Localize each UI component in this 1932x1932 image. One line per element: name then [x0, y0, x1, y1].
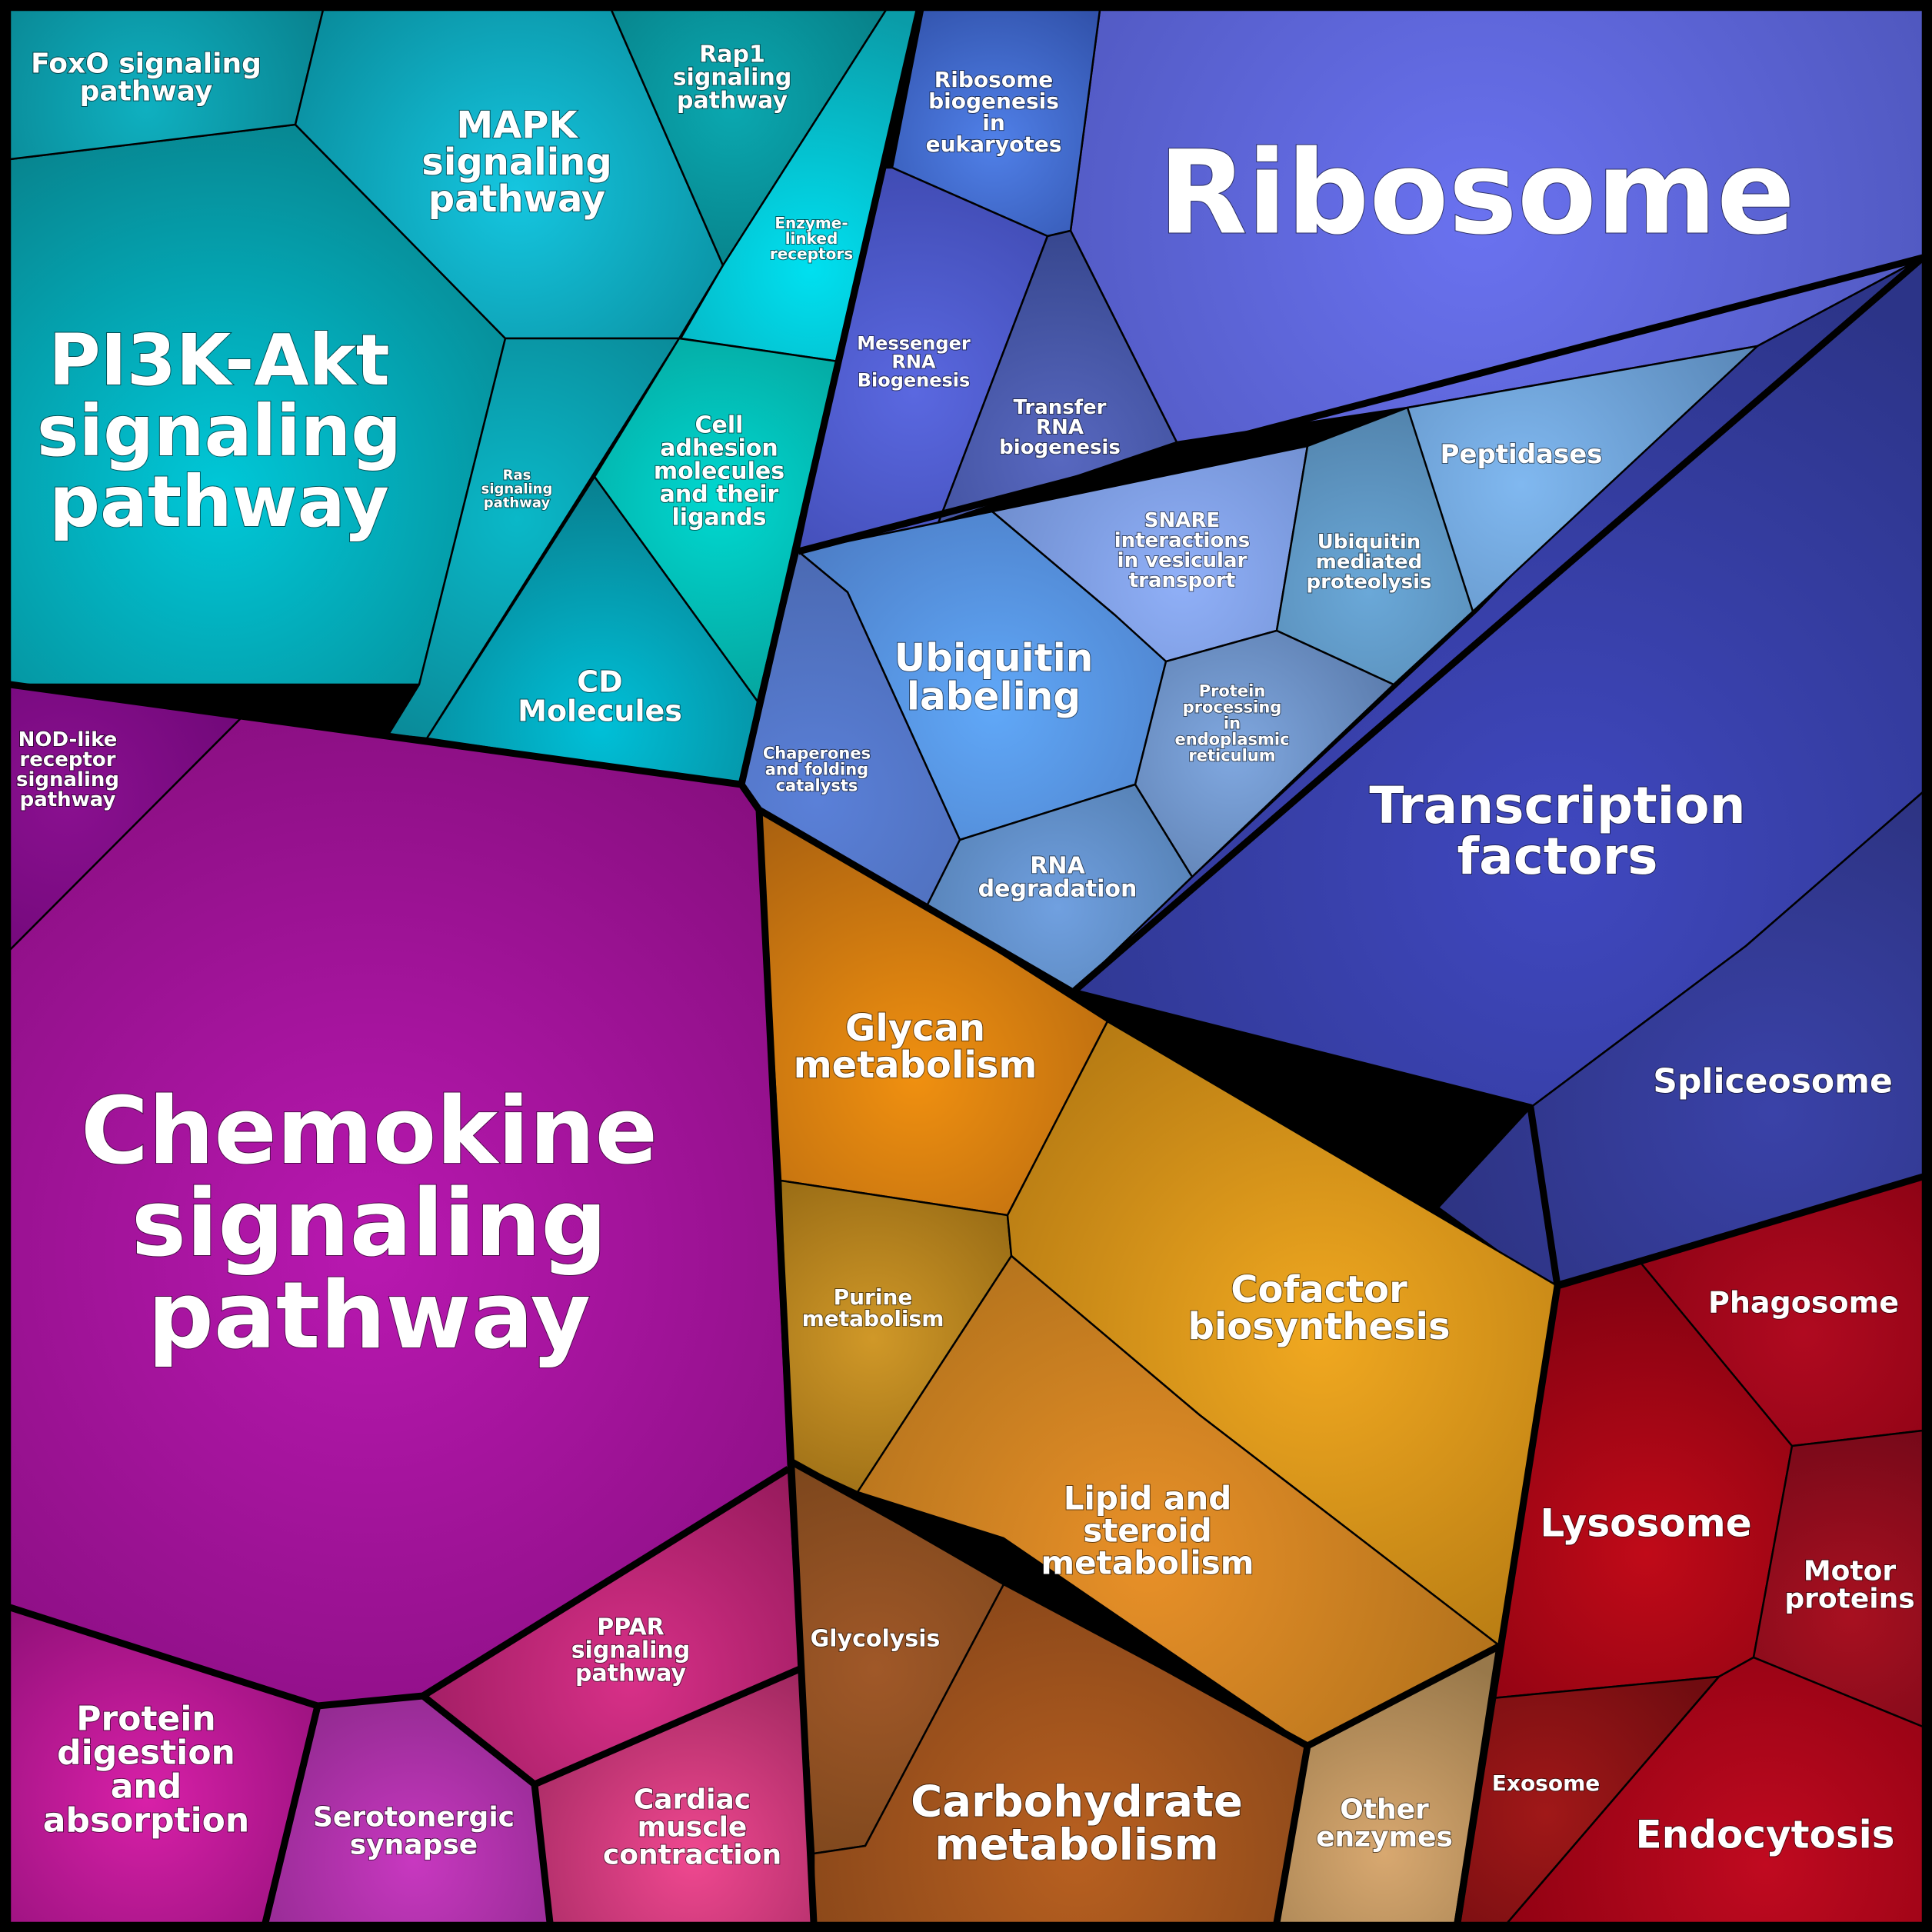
label-ribosome: Ribosome	[1158, 127, 1795, 261]
label-spliceosome: Spliceosome	[1653, 1061, 1893, 1101]
cell-rna-degradation	[925, 783, 1194, 994]
group-border	[9, 681, 1561, 1287]
label-phagosome: Phagosome	[1708, 1285, 1899, 1319]
group-border	[1454, 1645, 1504, 1924]
label-exosome: Exosome	[1492, 1770, 1601, 1796]
label-lysosome: Lysosome	[1540, 1501, 1751, 1546]
group-border	[755, 809, 818, 1924]
group-border	[738, 8, 923, 786]
label-endocytosis: Endocytosis	[1635, 1813, 1894, 1857]
cell-ubiquitin-mediated	[1275, 406, 1474, 686]
cell-trna-biogenesis	[937, 229, 1178, 525]
label-glycolysis: Glycolysis	[811, 1626, 941, 1653]
group-border	[533, 1665, 801, 1788]
group-border	[1071, 255, 1925, 995]
group-border	[797, 254, 1924, 555]
group-border	[8, 1466, 791, 1710]
group-border	[1556, 1173, 1924, 1290]
label-peptidases: Peptidases	[1440, 439, 1602, 470]
group-border	[261, 1704, 321, 1924]
cell-protein-processing-er	[1134, 629, 1395, 878]
group-border	[1273, 1745, 1311, 1924]
